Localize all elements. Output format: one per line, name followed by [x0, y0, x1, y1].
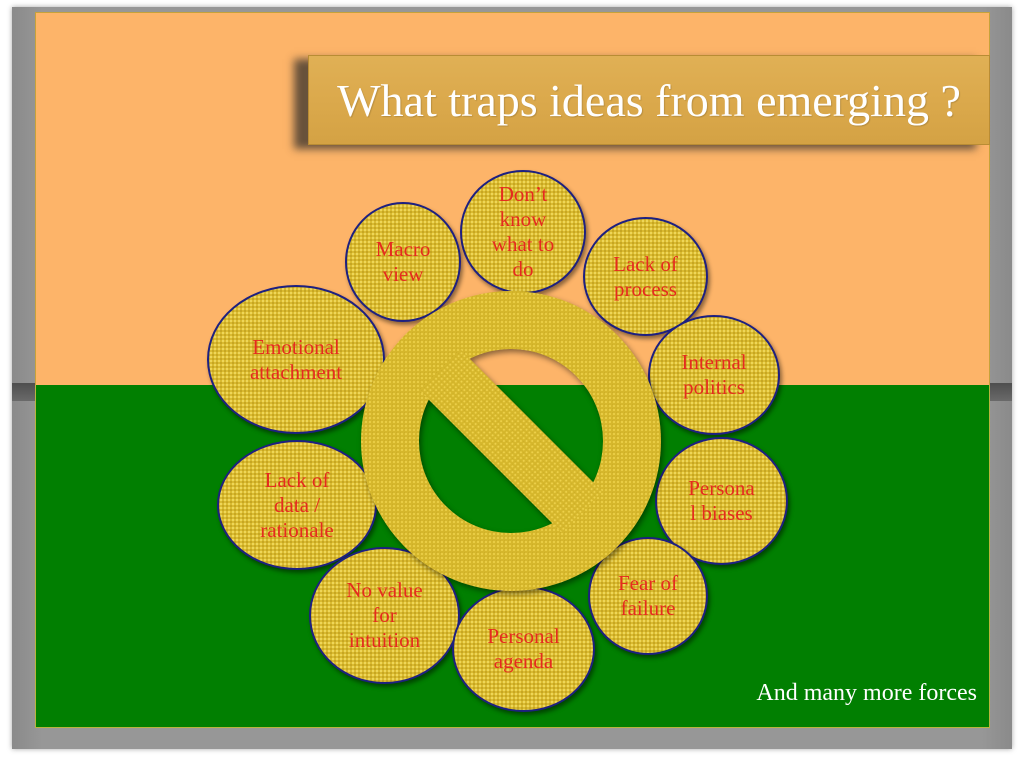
trap-node-personal-agenda: Personal agenda — [452, 586, 595, 712]
trap-node-fear-of-failure: Fear of failure — [588, 537, 708, 655]
slide-title: What traps ideas from emerging ? — [337, 74, 961, 126]
trap-node-personal-biases: Persona l biases — [655, 437, 788, 565]
trap-label-line: Macro — [375, 237, 431, 261]
trap-label-line: data / — [273, 492, 321, 517]
trap-label-line: Internal — [681, 350, 747, 374]
seam-shadow-right — [990, 383, 1012, 401]
trap-label-line: what to — [491, 232, 555, 256]
trap-label-line: rationale — [260, 517, 334, 542]
trap-label-line: intuition — [348, 628, 421, 652]
footer-note: And many more forces — [756, 680, 977, 706]
trap-label-line: for — [372, 603, 397, 627]
trap-node-internal-politics: Internal politics — [648, 315, 780, 435]
trap-node-no-value-for-intuition: No value for intuition — [309, 547, 460, 684]
trap-node-lack-of-data: Lack of data / rationale — [217, 440, 377, 570]
trap-node-dont-know: Don’t know what to do — [460, 170, 586, 294]
trap-label-line: process — [614, 276, 677, 301]
trap-node-macro-view: Macro view — [345, 202, 461, 322]
trap-label-line: do — [512, 257, 534, 281]
seam-shadow-left — [12, 383, 35, 401]
trap-label-line: Emotional — [252, 334, 340, 359]
trap-label-line: view — [382, 262, 424, 286]
trap-label-line: know — [499, 207, 547, 231]
trap-label-line: Personal — [487, 624, 560, 648]
trap-label-line: agenda — [493, 649, 554, 673]
trap-label-line: attachment — [249, 359, 343, 384]
trap-label-line: politics — [683, 375, 745, 399]
trap-label-line: Fear of — [617, 571, 679, 595]
trap-label-line: l biases — [690, 501, 753, 525]
trap-node-emotional-attachment: Emotional attachment — [207, 285, 385, 434]
trap-label-line: Persona — [688, 476, 755, 500]
trap-label-line: No value — [346, 578, 423, 602]
trap-label-line: failure — [620, 596, 676, 620]
trap-label-line: Don’t — [498, 182, 548, 206]
trap-label-line: Lack of — [613, 251, 678, 276]
trap-label-line: Lack of — [264, 467, 330, 492]
title-box: What traps ideas from emerging ? — [308, 55, 990, 145]
